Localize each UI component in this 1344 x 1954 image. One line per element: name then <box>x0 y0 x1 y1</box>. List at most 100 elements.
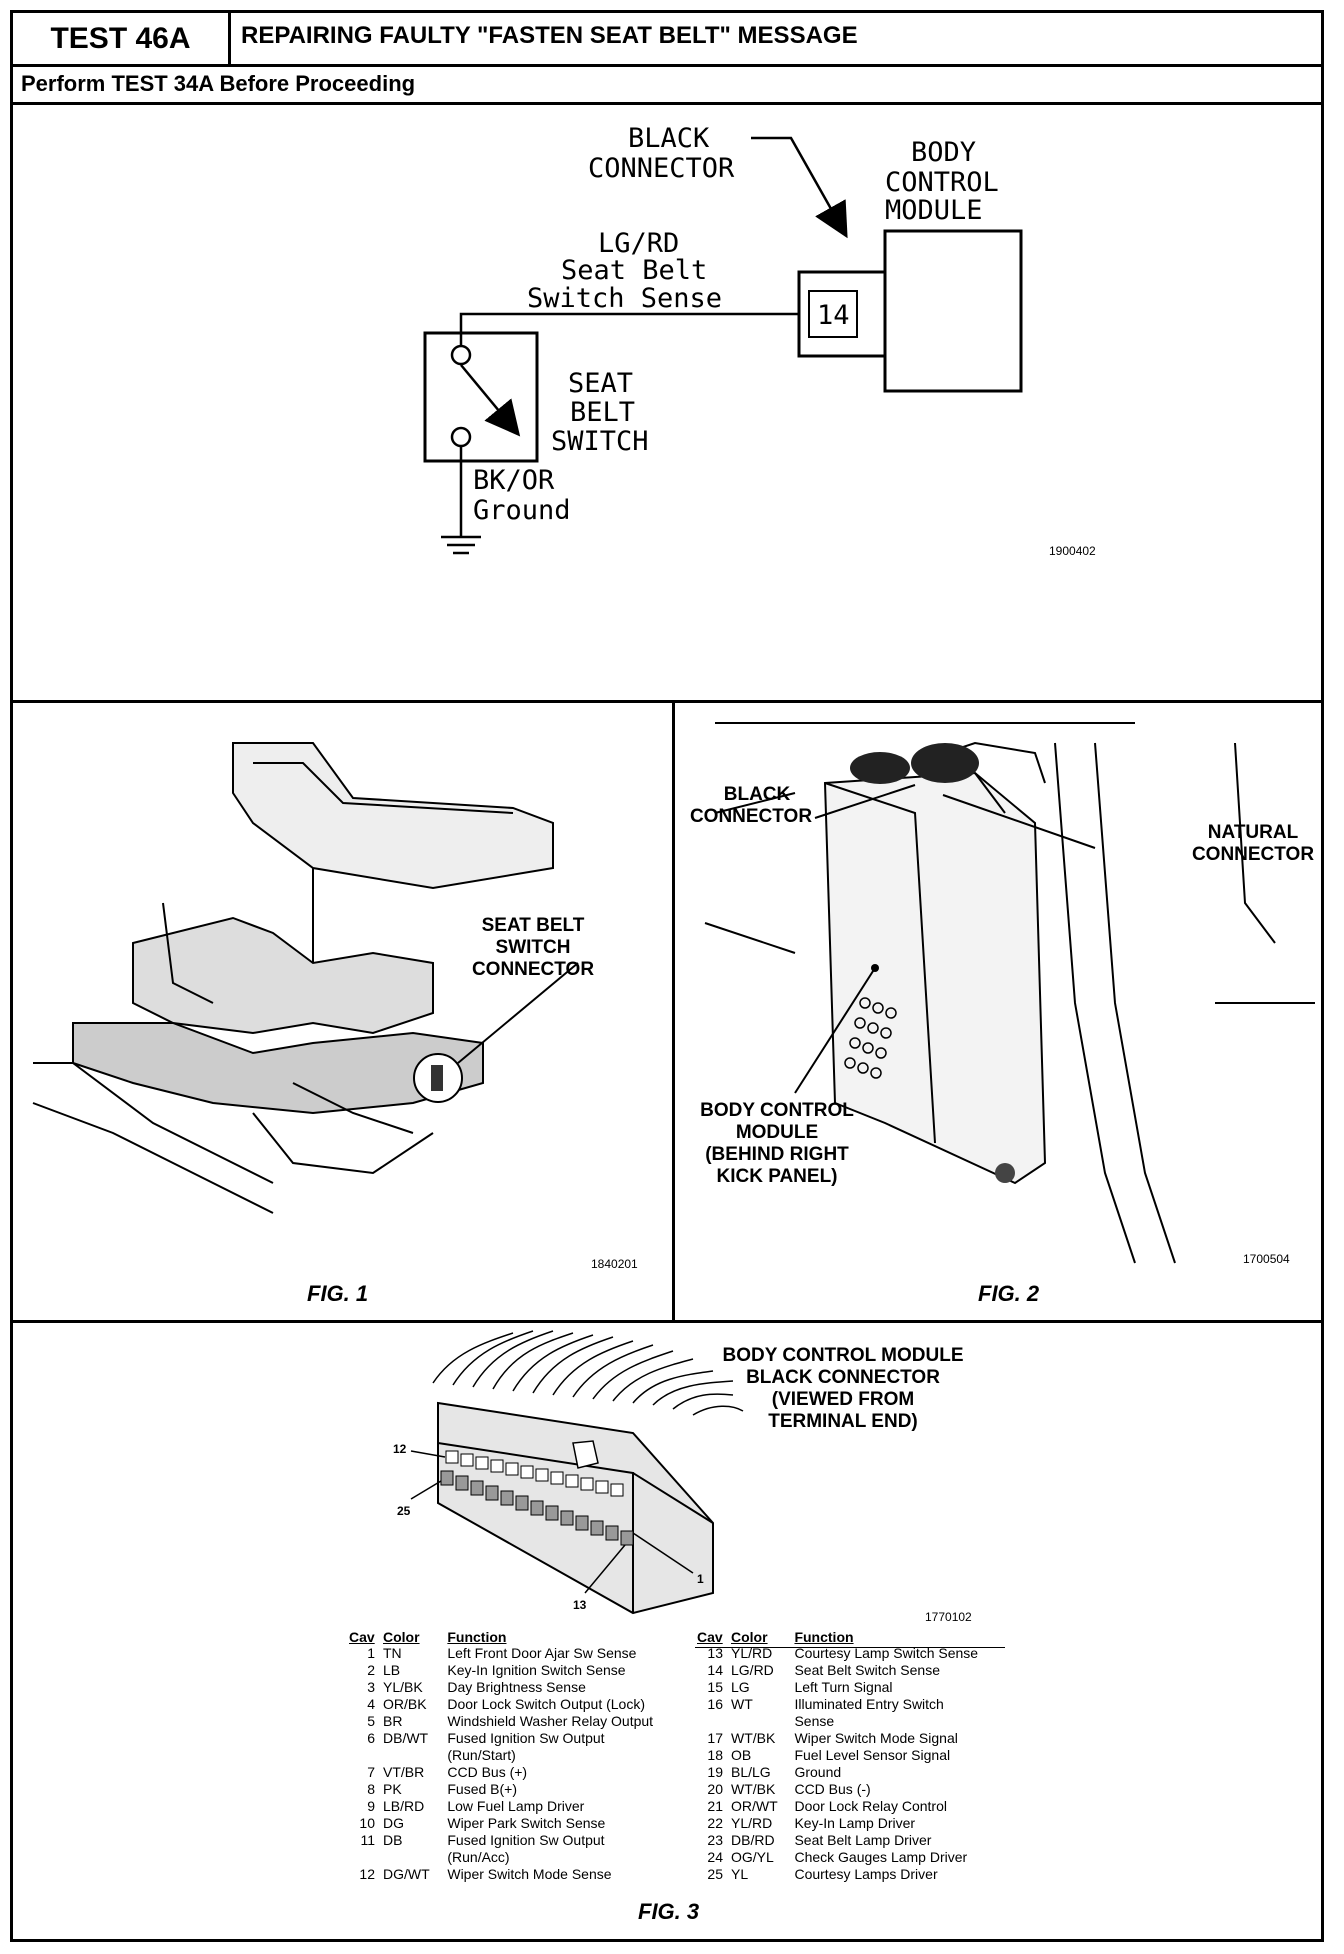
table-row: 6 DB/WT Fused Ignition Sw Output <box>345 1730 695 1747</box>
wire-color: YL <box>731 1866 749 1882</box>
cavity-number: 3 <box>367 1679 375 1695</box>
wire-color <box>727 1713 790 1730</box>
cavity-number: 18 <box>707 1747 723 1763</box>
circuit-function: Ground <box>794 1764 842 1780</box>
fig1-ref-id: 1840201 <box>591 1257 638 1271</box>
wire-color: OB <box>731 1747 752 1763</box>
wiring-schematic: BLACK CONNECTOR BODY CONTROL MODULE 14 L… <box>13 105 1321 703</box>
wire-color: LB/RD <box>383 1798 425 1814</box>
table-header-row: Cav Color Function <box>693 1629 1013 1645</box>
black-connector-label-2: CONNECTOR <box>588 153 735 184</box>
bcm-label-3: MODULE <box>885 195 983 226</box>
circuit-function: Check Gauges Lamp Driver <box>794 1849 968 1865</box>
wire-color: YL/RD <box>731 1645 773 1661</box>
cavity-number: 23 <box>707 1832 723 1848</box>
fig3-title-4: TERMINAL END) <box>768 1411 918 1432</box>
fig2-bcm-label-3: (BEHIND RIGHT <box>705 1144 849 1165</box>
natural-connector-leader <box>942 794 1096 849</box>
wire-color: DG <box>383 1815 404 1831</box>
wire-color: VT/BR <box>383 1764 425 1780</box>
column-header-function: Function <box>794 1629 854 1645</box>
switch-contact-bottom <box>450 426 472 448</box>
fig2-black-label-1: BLACK <box>724 784 791 805</box>
bcm-label-1: BODY <box>911 137 976 168</box>
cavity-number: 12 <box>359 1866 375 1882</box>
header-row: TEST 46A REPAIRING FAULTY "FASTEN SEAT B… <box>13 13 1321 67</box>
mounting-bolt <box>995 1163 1015 1183</box>
fig3-title-1: BODY CONTROL MODULE <box>722 1345 963 1366</box>
circuit-function: Door Lock Relay Control <box>794 1798 947 1814</box>
cavity-number: 16 <box>707 1696 723 1712</box>
wire-function-label-2: Switch Sense <box>527 283 722 314</box>
cavity-number <box>345 1747 379 1764</box>
prerequisite-note: Perform TEST 34A Before Proceeding <box>21 71 416 96</box>
pin-label-25: 25 <box>397 1504 411 1518</box>
cavity-number: 6 <box>367 1730 375 1746</box>
circuit-function: Key-In Ignition Switch Sense <box>447 1662 626 1678</box>
vent-holes <box>844 997 897 1079</box>
wire-color: WT <box>731 1696 753 1712</box>
cavity-number: 9 <box>367 1798 375 1814</box>
wire-color: OG/YL <box>731 1849 774 1865</box>
fig1-caption: FIG. 1 <box>307 1281 369 1306</box>
circuit-function: Fused Ignition Sw Output <box>447 1730 605 1746</box>
circuit-function: Left Front Door Ajar Sw Sense <box>447 1645 637 1661</box>
circuit-function: Wiper Switch Mode Signal <box>794 1730 958 1746</box>
cavity-number: 7 <box>367 1764 375 1780</box>
cavity-number: 5 <box>367 1713 375 1729</box>
black-connector-arrow <box>751 136 848 239</box>
test-title: REPAIRING FAULTY "FASTEN SEAT BELT" MESS… <box>241 22 858 49</box>
circuit-function: (Run/Start) <box>447 1747 516 1763</box>
cavity-number: 20 <box>707 1781 723 1797</box>
fig3-title-3: (VIEWED FROM <box>772 1389 915 1410</box>
schematic-ref-id: 1900402 <box>1049 544 1096 558</box>
cavity-number: 25 <box>707 1866 723 1882</box>
circuit-function: CCD Bus (-) <box>794 1781 871 1797</box>
circuit-function: Fused Ignition Sw Output <box>447 1832 605 1848</box>
bcm-label-2: CONTROL <box>885 167 999 198</box>
switch-connector-shape <box>431 1065 443 1091</box>
wire-color: DB <box>383 1832 403 1848</box>
connector-cavities-bottom <box>440 1470 634 1546</box>
cavity-number: 4 <box>367 1696 375 1712</box>
wire-color: OR/WT <box>731 1798 778 1814</box>
wire-color: YL/RD <box>731 1815 773 1831</box>
sense-wire <box>459 312 799 345</box>
cavity-number: 8 <box>367 1781 375 1797</box>
wire-color-label: LG/RD <box>598 228 679 259</box>
test-id: TEST 46A <box>13 13 231 64</box>
table-row: 11 DB Fused Ignition Sw Output <box>345 1832 695 1849</box>
wire-color: DB/WT <box>383 1730 429 1746</box>
connector-cavities-top <box>445 1450 624 1497</box>
wire-color: TN <box>383 1645 402 1661</box>
wire-color: WT/BK <box>731 1781 776 1797</box>
schematic-drawing: BLACK CONNECTOR BODY CONTROL MODULE 14 L… <box>423 123 1096 558</box>
connector-wires <box>432 1330 744 1416</box>
fig2-bcm-label-2: MODULE <box>736 1122 818 1143</box>
cavity-number: 11 <box>360 1832 375 1848</box>
column-header-cav: Cav <box>349 1629 375 1645</box>
cavity-number: 10 <box>359 1815 375 1831</box>
wire-color <box>379 1849 443 1866</box>
wire-function-label-1: Seat Belt <box>561 255 707 286</box>
ground-symbol <box>441 535 481 555</box>
black-connector-label-1: BLACK <box>628 123 710 154</box>
pin1-leader <box>632 1532 694 1574</box>
connector-body <box>437 1401 714 1615</box>
fig2-bcm-label-1: BODY CONTROL <box>700 1100 854 1121</box>
circuit-function: Wiper Switch Mode Sense <box>447 1866 612 1882</box>
